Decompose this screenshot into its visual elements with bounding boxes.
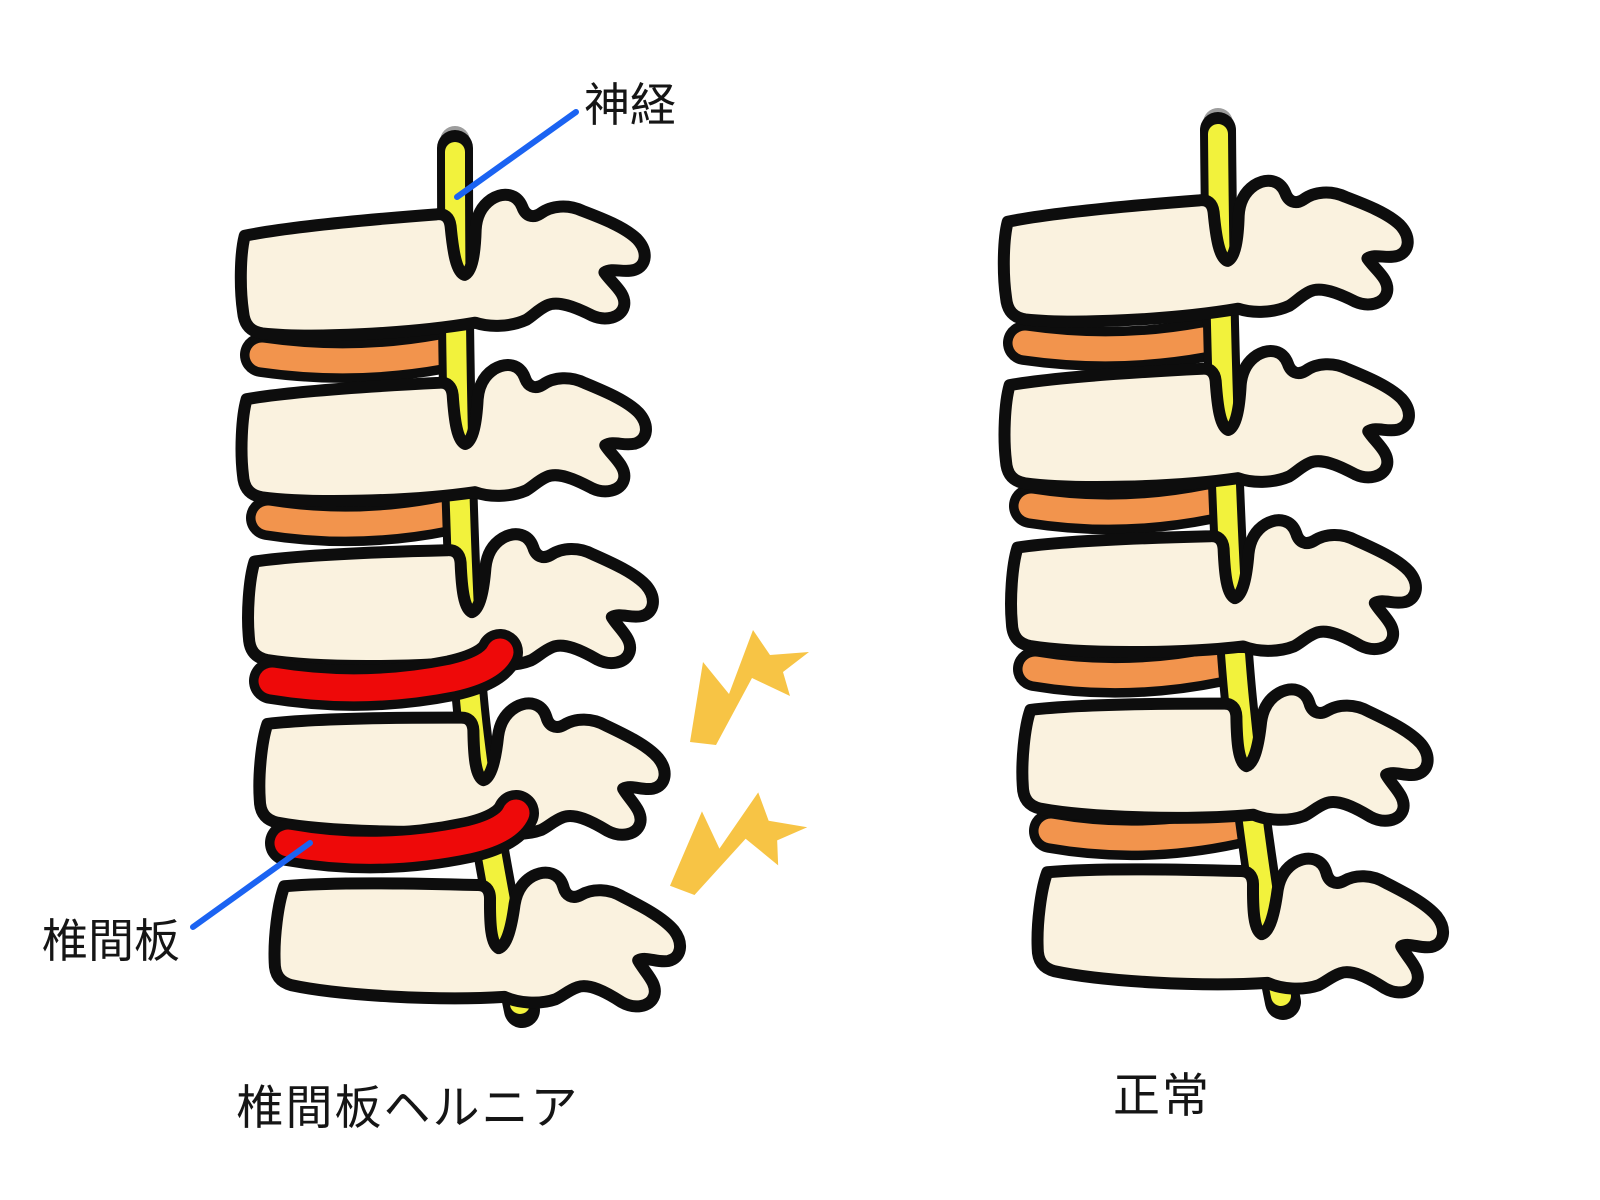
nerve-cord — [1208, 124, 1291, 1006]
spine-normal — [1002, 108, 1448, 1020]
pain-bolts — [669, 630, 809, 895]
spine-herniated — [239, 126, 685, 1028]
pain-bolt-icon — [669, 792, 808, 895]
normal-disc-3 — [1022, 652, 1231, 689]
disc-label: 椎間板 — [42, 915, 180, 967]
nerve-label: 神経 — [584, 79, 676, 131]
herniated-disc-1 — [249, 339, 454, 374]
herniated-disc-3 — [258, 638, 514, 702]
disc-pointer-line — [190, 840, 313, 930]
normal-disc-4 — [1038, 814, 1247, 851]
caption-normal: 正常 — [1113, 1069, 1211, 1122]
herniated-disc-4 — [274, 799, 530, 864]
normal-disc-2 — [1018, 489, 1222, 525]
caption-herniated: 椎間板ヘルニア — [237, 1081, 580, 1134]
nerve-pointer-line — [454, 109, 579, 200]
normal-disc-1 — [1012, 327, 1216, 362]
pain-bolt-icon — [690, 630, 809, 745]
herniated-disc-2 — [255, 501, 459, 537]
